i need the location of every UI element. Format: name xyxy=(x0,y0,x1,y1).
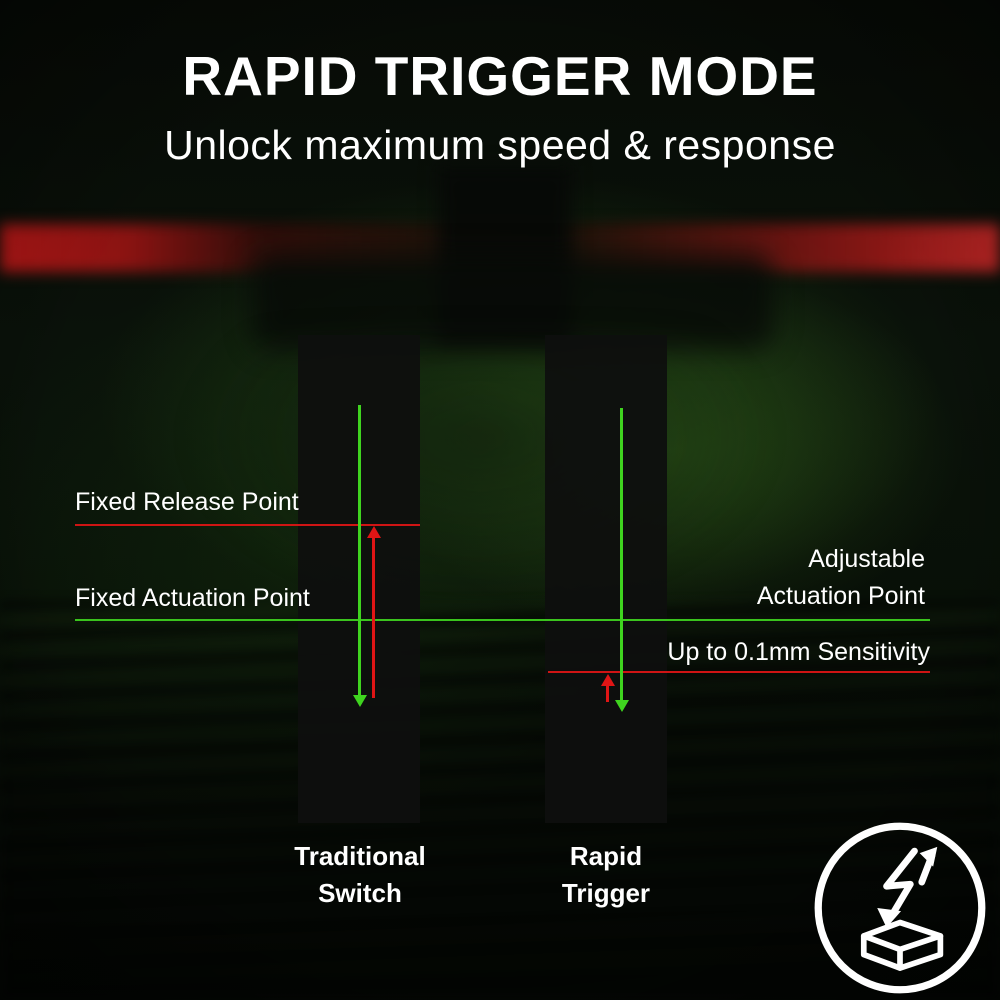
adjustable-label-line1: Adjustable xyxy=(808,545,925,573)
traditional-release-arrow xyxy=(372,538,375,698)
traditional-caption-line2: Switch xyxy=(318,878,402,908)
rapid-trigger-travel-bar xyxy=(545,335,667,823)
adjustable-actuation-point-label: Adjustable Actuation Point xyxy=(757,541,925,615)
header: RAPID TRIGGER MODE Unlock maximum speed … xyxy=(0,45,1000,169)
background-switch-stem-silhouette xyxy=(438,166,572,344)
rapid-caption-line1: Rapid xyxy=(569,841,643,871)
page-title: RAPID TRIGGER MODE xyxy=(182,45,818,107)
sensitivity-line xyxy=(548,671,930,673)
rapid-trigger-caption: Rapid Trigger xyxy=(476,838,736,912)
background-red-light-streak xyxy=(0,224,1000,272)
fixed-actuation-point-label: Fixed Actuation Point xyxy=(75,584,310,612)
traditional-switch-caption: Traditional Switch xyxy=(230,838,490,912)
rapid-trigger-keycap-icon xyxy=(814,822,986,994)
actuation-point-line xyxy=(75,619,930,621)
traditional-downstroke-arrow xyxy=(358,405,361,695)
rapid-release-arrow xyxy=(606,686,609,702)
rapid-caption-line2: Trigger xyxy=(561,878,651,908)
fixed-release-point-label: Fixed Release Point xyxy=(75,488,299,516)
adjustable-label-line2: Actuation Point xyxy=(756,582,925,610)
rapid-downstroke-arrow xyxy=(620,408,623,700)
page-subtitle: Unlock maximum speed & response xyxy=(164,121,836,168)
sensitivity-label: Up to 0.1mm Sensitivity xyxy=(667,638,930,666)
traditional-caption-line1: Traditional xyxy=(294,841,426,871)
background-switch-housing-shadow xyxy=(180,330,780,610)
